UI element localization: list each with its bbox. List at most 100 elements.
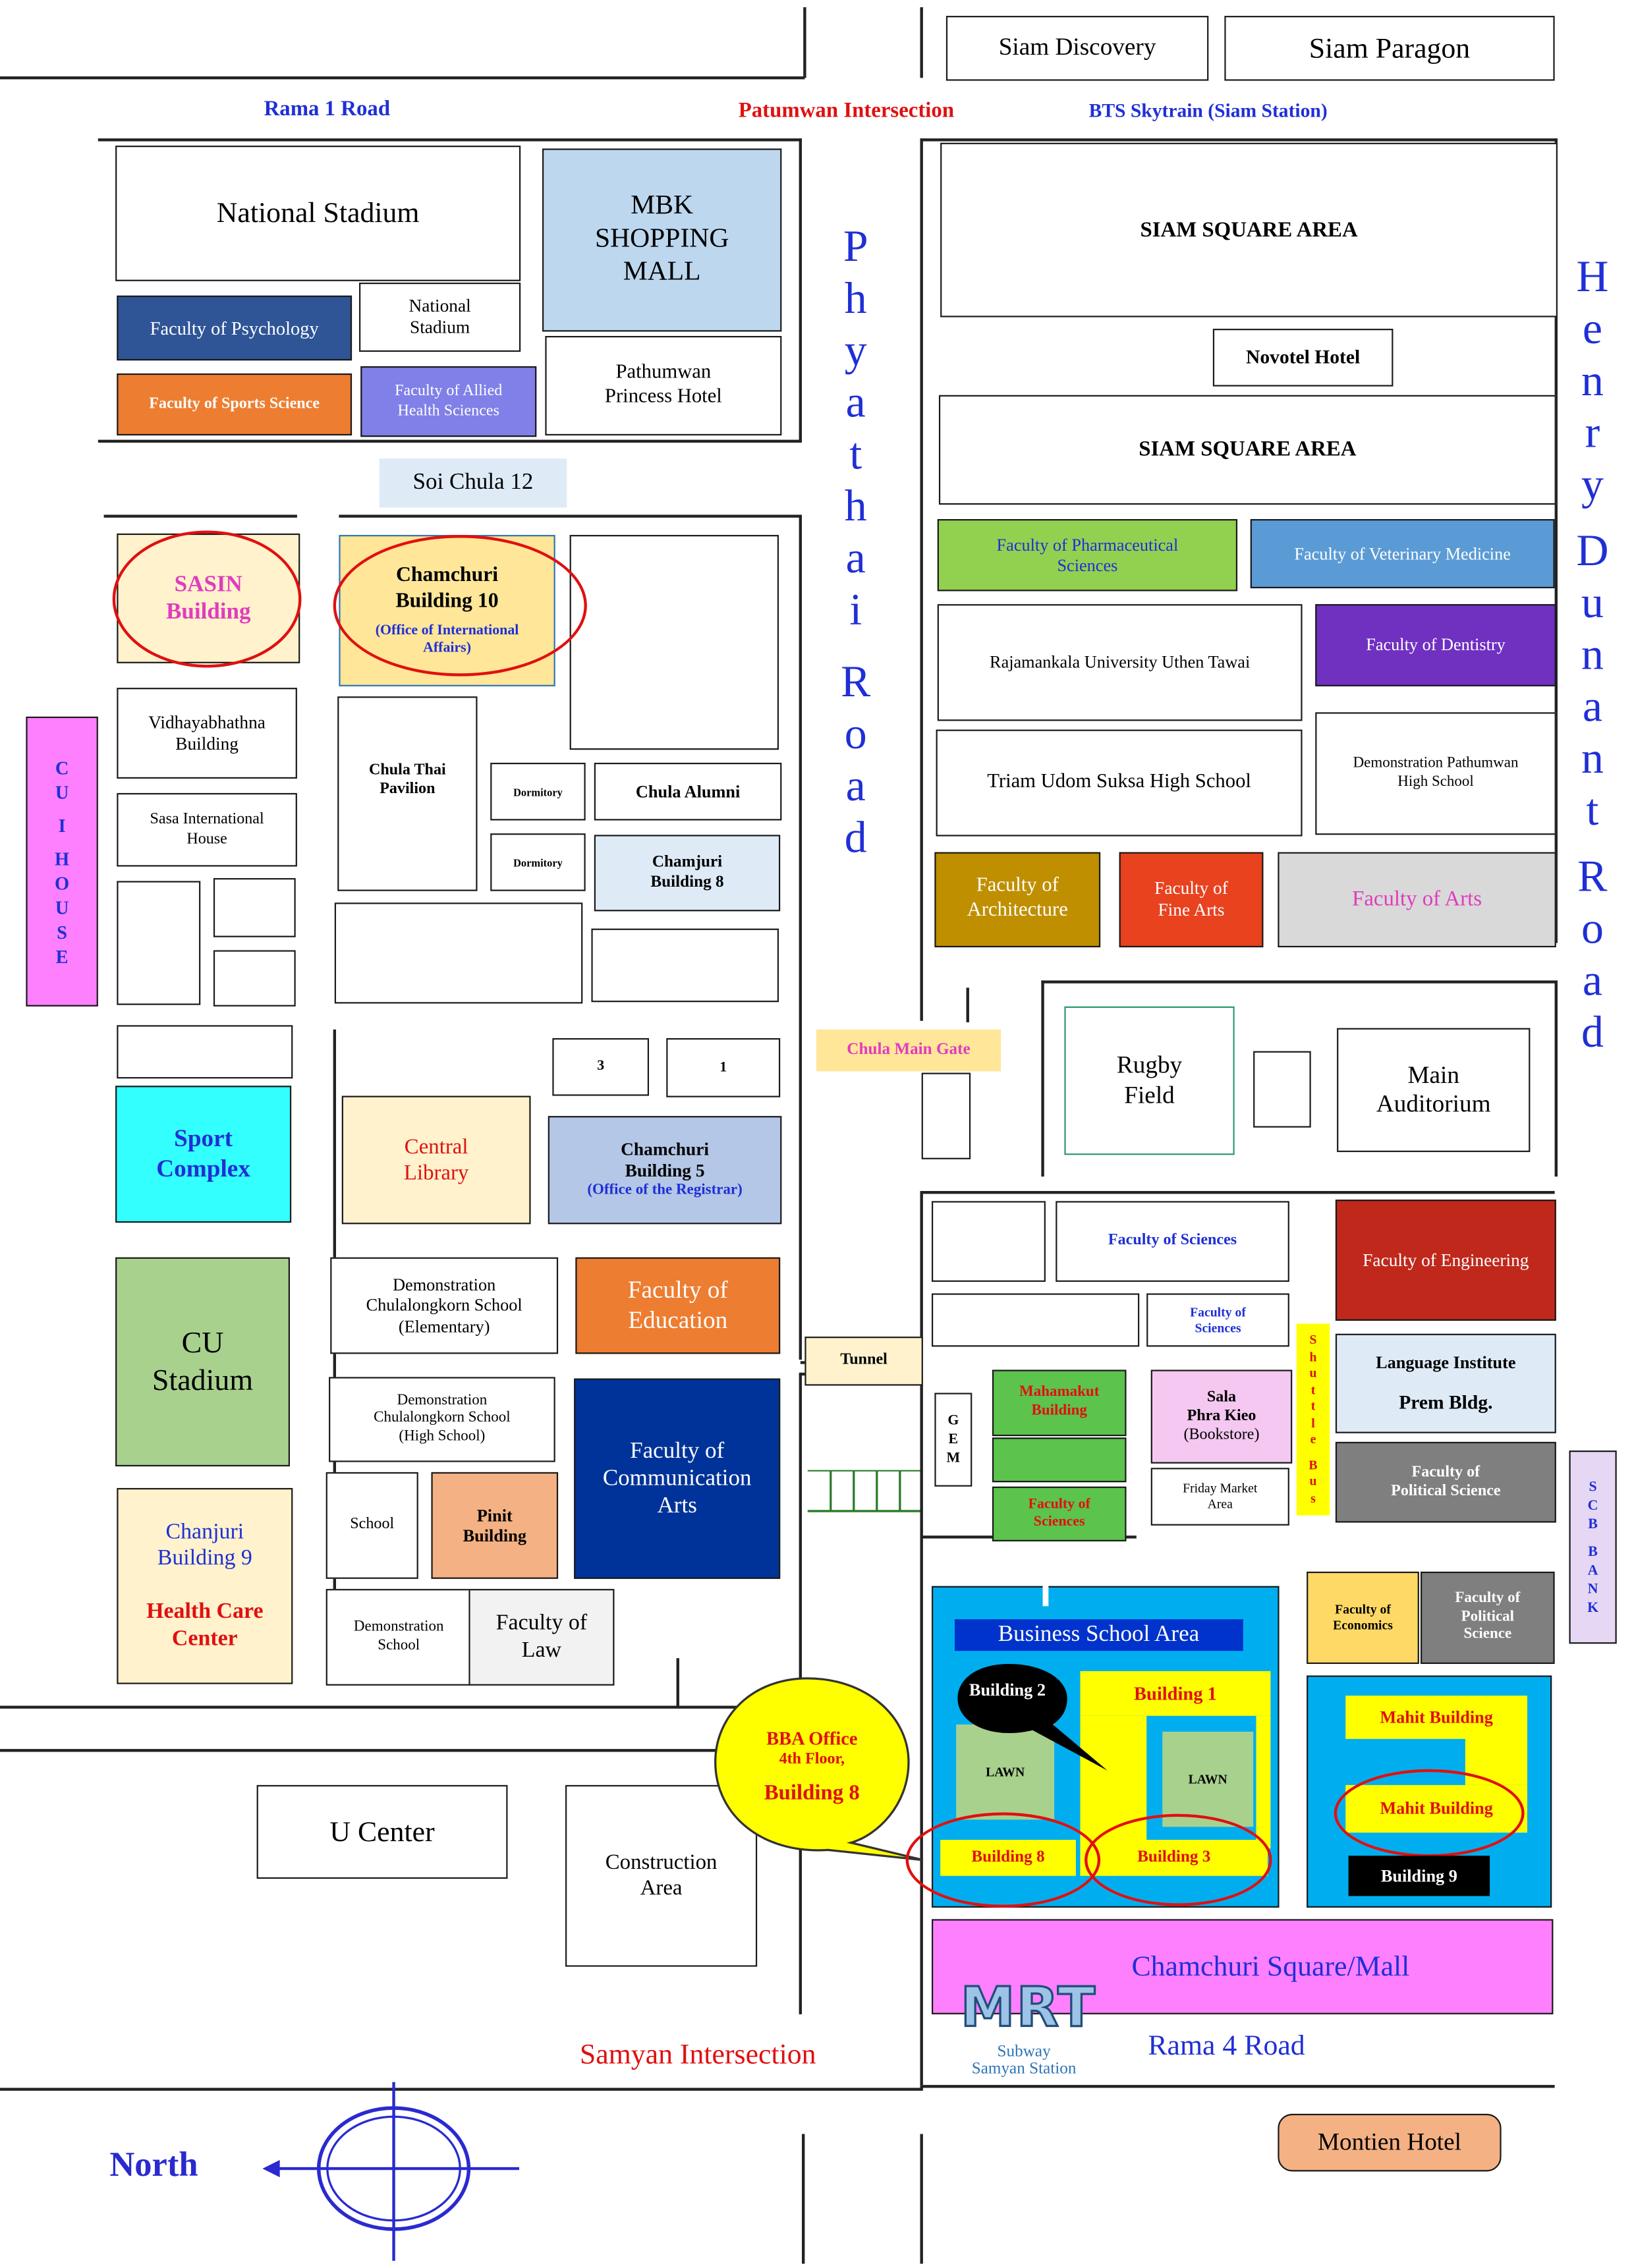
school: School [325, 1472, 418, 1579]
faculty-of-engineering: Faculty of Engineering [1335, 1200, 1556, 1321]
vertical-letter [850, 636, 861, 656]
road-line [339, 514, 801, 517]
road-line [920, 2085, 1555, 2088]
vertical-letter: a [845, 760, 866, 811]
small-box [1253, 1051, 1311, 1128]
vertical-letter [1312, 1449, 1315, 1457]
road-line [1554, 980, 1557, 1177]
vertical-letter: B [1588, 1516, 1598, 1532]
building-3-highlight-ring [1085, 1813, 1272, 1906]
vertical-letter: H [55, 846, 70, 869]
vertical-letter: B [1309, 1456, 1318, 1472]
chula-main-gate: Chula Main Gate [816, 1029, 1001, 1072]
vertical-letter: a [1582, 680, 1603, 731]
faculty-of-dentistry: Faculty of Dentistry [1315, 604, 1556, 686]
language-institute-prem-bldg: Language Institute Prem Bldg. [1335, 1333, 1556, 1433]
vertical-letter: E [948, 1431, 959, 1448]
samyan-intersection-label: Samyan Intersection [579, 2039, 816, 2071]
vertical-letter: K [1587, 1599, 1599, 1616]
road-line [799, 138, 801, 441]
road-line [920, 1191, 1555, 1194]
vertical-letter: S [1309, 1332, 1317, 1347]
building-1: 1 [666, 1037, 781, 1097]
faculty-of-arts: Faculty of Arts [1278, 852, 1556, 948]
vertical-letter: M [946, 1451, 961, 1467]
building-3: 3 [552, 1037, 649, 1096]
road-line [0, 1705, 801, 1708]
vertical-letter: O [55, 871, 70, 894]
vertical-letter: i [849, 584, 862, 635]
vertical-letter: u [1309, 1365, 1317, 1380]
small-building [117, 1025, 293, 1079]
vertical-letter: r [1585, 406, 1600, 457]
small-building [932, 1293, 1140, 1347]
road-line [802, 2134, 804, 2264]
vertical-letter [60, 837, 65, 846]
novotel-hotel: Novotel Hotel [1212, 329, 1394, 387]
empty-building [569, 535, 779, 750]
dormitory-2: Dormitory [490, 833, 586, 891]
road-line [0, 1749, 801, 1752]
mahit-highlight-ring [1334, 1769, 1525, 1858]
patumwan-intersection-label: Patumwan Intersection [738, 99, 955, 123]
dormitory-1: Dormitory [490, 762, 586, 821]
vertical-letter: e [1582, 302, 1603, 354]
vertical-letter: R [841, 655, 871, 707]
road-line [966, 987, 969, 1022]
vertical-letter: n [1581, 354, 1604, 406]
road-line [799, 514, 801, 1360]
vertical-letter: H [1576, 250, 1609, 302]
tunnel: Tunnel [804, 1337, 923, 1386]
vertical-letter: a [1582, 954, 1603, 1005]
building-8-highlight-ring [905, 1812, 1101, 1908]
gate-box [921, 1072, 971, 1159]
vertical-letter: t [1310, 1382, 1316, 1397]
building-2-callout [957, 1663, 1108, 1771]
vertical-letter: D [1576, 524, 1609, 576]
crosswalk-stairs [807, 1470, 920, 1512]
road-line [98, 439, 803, 442]
road-line [920, 1191, 922, 1358]
road-line [676, 1658, 679, 1707]
building-2-label: Building 2 [969, 1680, 1046, 1700]
vertical-letter [1587, 837, 1598, 851]
mrt-logo: MRT [959, 1974, 1097, 2040]
road-line [920, 138, 922, 1021]
montien-hotel: Montien Hotel [1278, 2113, 1502, 2172]
road-line [0, 2088, 923, 2090]
vertical-letter: u [1581, 576, 1604, 628]
yellow-wing [1256, 1715, 1271, 1849]
vertical-letter: u [1309, 1474, 1317, 1488]
vertical-letter: t [1586, 784, 1599, 835]
small-building [932, 1201, 1046, 1282]
siam-square-area-2: SIAM SQUARE AREA [938, 395, 1556, 505]
siam-discovery: Siam Discovery [945, 16, 1209, 81]
vertical-letter: G [947, 1413, 959, 1429]
vertical-letter [60, 804, 65, 812]
road-line [0, 76, 805, 79]
vertical-letter: C [55, 756, 69, 778]
building-9-black: Building 9 [1348, 1856, 1490, 1896]
